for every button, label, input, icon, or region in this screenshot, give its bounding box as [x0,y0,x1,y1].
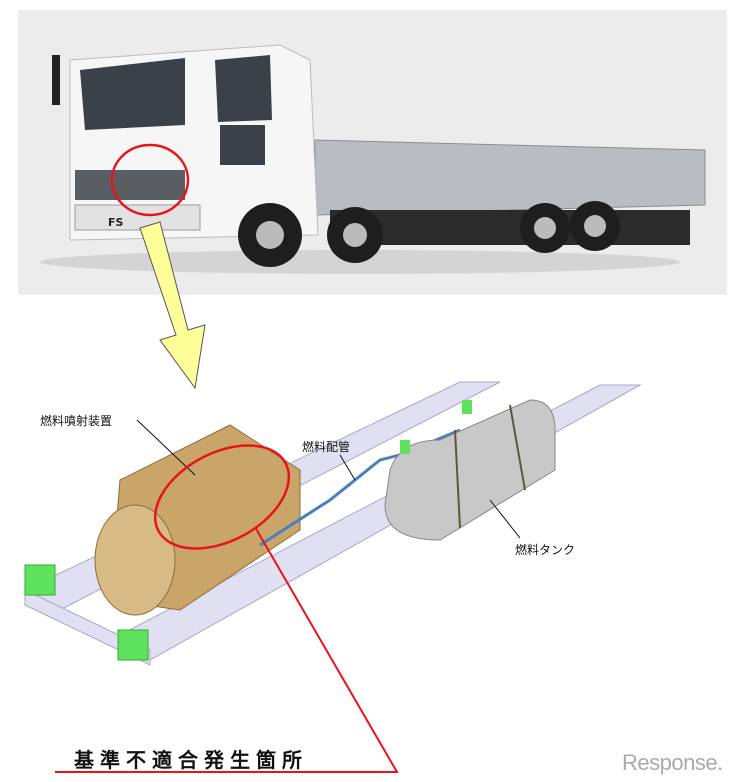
label-fuel-piping: 燃料配管 [302,440,351,454]
fuel-tank [384,399,556,541]
highlight-circle-truck [110,143,190,217]
label-fuel-injection: 燃料噴射装置 [40,414,113,428]
yellow-arrow [139,221,206,390]
label-defect-location: 基準不適合発生箇所 [74,748,308,772]
truck-photo: FS [18,10,727,295]
label-fuel-tank: 燃料タンク [515,543,576,557]
engine [94,424,301,616]
highlight-ellipse-engine [153,444,291,550]
truck-badge: FS [108,216,124,229]
defect-callout-line [55,526,399,773]
watermark-logo: Response. [622,750,723,775]
leader-lines [136,419,521,539]
